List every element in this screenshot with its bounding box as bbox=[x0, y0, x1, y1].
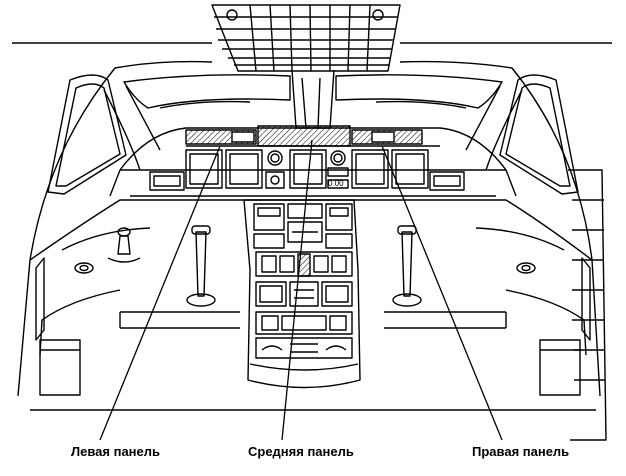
label-leaders bbox=[100, 140, 502, 440]
center-panel-label: Средняя панель bbox=[248, 444, 354, 459]
overhead-panel bbox=[212, 5, 400, 71]
center-pedestal bbox=[244, 200, 360, 388]
leader-left-panel bbox=[100, 146, 220, 440]
right-control-column bbox=[393, 226, 421, 306]
leader-right-panel bbox=[382, 146, 502, 440]
instrument-panel bbox=[110, 126, 516, 196]
leader-center-panel bbox=[282, 140, 312, 440]
cockpit-floor bbox=[30, 170, 606, 440]
right-panel-label: Правая панель bbox=[472, 444, 570, 459]
left-control-column bbox=[187, 226, 215, 306]
cabin-frame bbox=[12, 43, 612, 396]
left-panel-label: Левая панель bbox=[71, 444, 161, 459]
center-display-readout: 0 00 bbox=[328, 179, 344, 188]
